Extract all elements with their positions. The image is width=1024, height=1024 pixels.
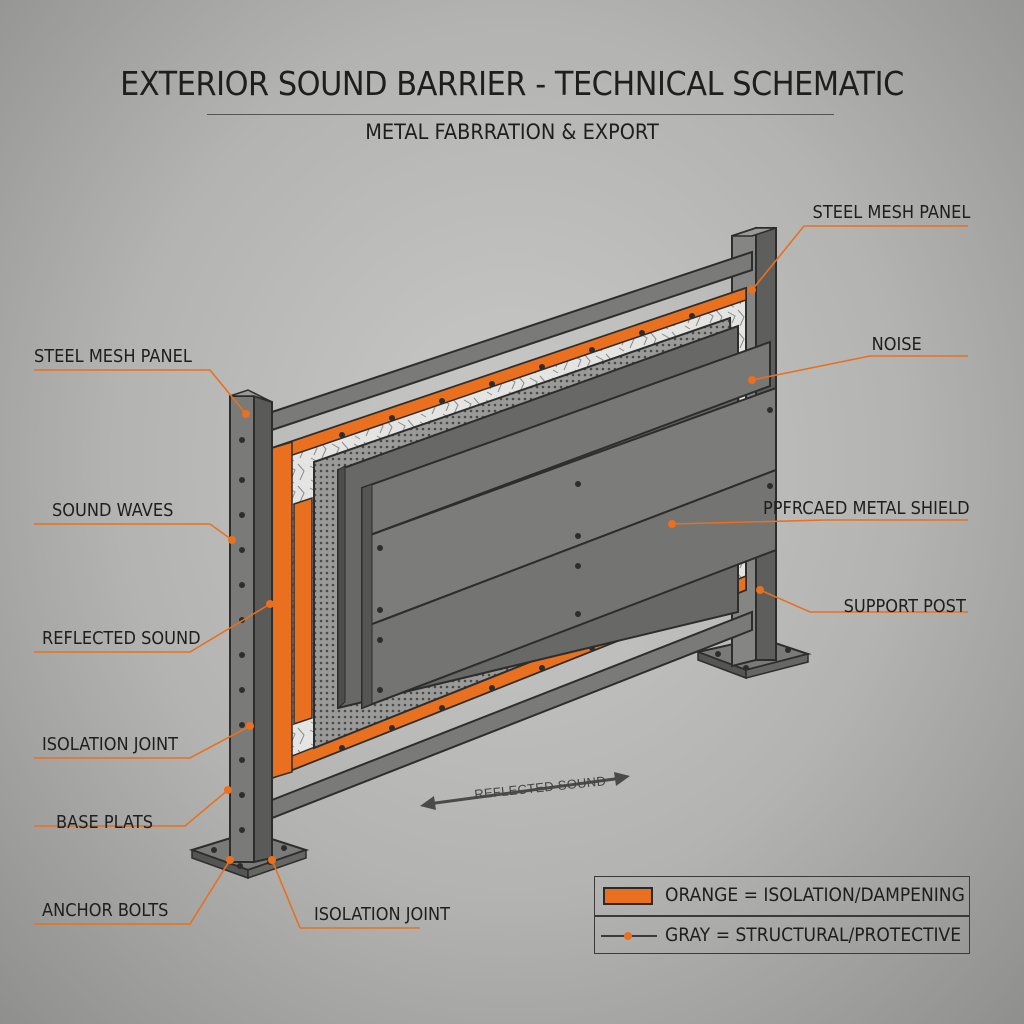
callout-leaders	[34, 225, 968, 929]
callout-steel-mesh-panel-left: STEEL MESH PANEL	[34, 346, 192, 367]
callout-base-plats: BASE PLATS	[56, 812, 154, 833]
callout-reflected-sound: REFLECTED SOUND	[42, 628, 201, 649]
legend-label: ORANGE = ISOLATION/DAMPENING	[665, 884, 965, 906]
metal-shield-panels	[337, 324, 777, 710]
legend: ORANGE = ISOLATION/DAMPENING GRAY = STRU…	[594, 876, 970, 954]
legend-divider	[595, 915, 969, 917]
legend-label: GRAY = STRUCTURAL/PROTECTIVE	[665, 924, 962, 946]
diagram-subtitle: METAL FABRRATION & EXPORT	[365, 120, 659, 144]
reflected-sound-arrow	[420, 772, 630, 810]
callout-isolation-joint-left: ISOLATION JOINT	[42, 734, 179, 755]
callout-dots	[224, 286, 764, 864]
callout-steel-mesh-panel-right: STEEL MESH PANEL	[812, 202, 970, 223]
callout-metal-shield: PPFRCAED METAL SHIELD	[763, 498, 970, 519]
legend-item-isolation: ORANGE = ISOLATION/DAMPENING	[595, 877, 969, 915]
callout-noise: NOISE	[871, 334, 922, 355]
legend-item-structural: GRAY = STRUCTURAL/PROTECTIVE	[595, 917, 969, 955]
gray-line-dot-icon	[601, 927, 657, 945]
callout-support-post: SUPPORT POST	[843, 596, 966, 617]
frame-rails	[271, 250, 753, 820]
diagram-title: EXTERIOR SOUND BARRIER - TECHNICAL SCHEM…	[120, 64, 904, 103]
title-underline	[207, 114, 834, 115]
callout-anchor-bolts: ANCHOR BOLTS	[42, 900, 169, 921]
orange-swatch-icon	[603, 887, 653, 905]
callout-isolation-joint-bottom: ISOLATION JOINT	[314, 904, 451, 925]
callout-sound-waves: SOUND WAVES	[52, 500, 174, 521]
